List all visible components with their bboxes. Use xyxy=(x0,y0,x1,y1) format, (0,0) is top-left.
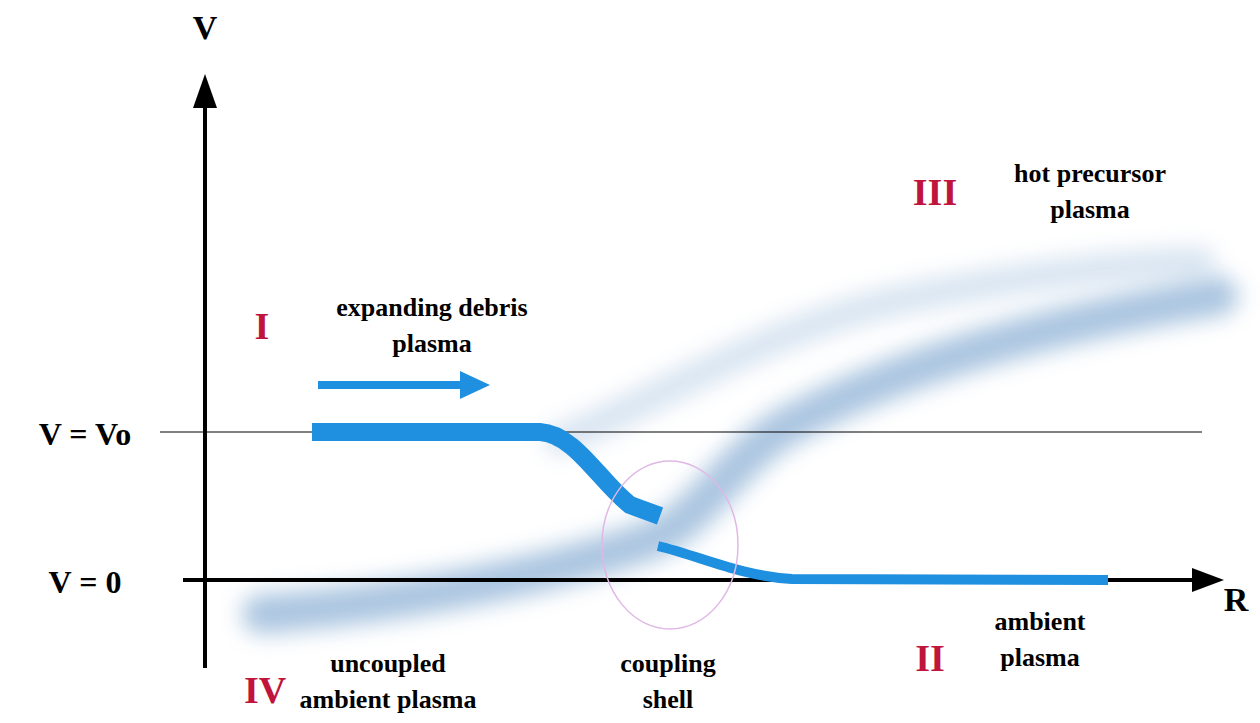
region-numeral: III xyxy=(895,166,975,218)
v-axis xyxy=(203,100,207,668)
coupling-shell-outline xyxy=(602,461,738,629)
shell-label: coupling shell xyxy=(603,646,733,718)
expansion-arrowhead xyxy=(460,371,490,399)
debris-velocity-curve xyxy=(312,432,660,516)
axis-value: V = 0 xyxy=(10,560,160,604)
axis-arrowhead xyxy=(193,74,217,108)
axis-arrowhead xyxy=(1192,568,1224,592)
region-label: ambient plasma xyxy=(970,604,1110,676)
region-label: hot precursor plasma xyxy=(985,156,1195,228)
axis-value: V = Vo xyxy=(10,412,160,456)
expansion-arrow xyxy=(318,381,462,389)
plasma-band xyxy=(560,262,1200,440)
region-numeral: I xyxy=(237,300,287,352)
debris-velocity-curve xyxy=(658,546,1108,580)
axis-title: V xyxy=(175,5,235,52)
region-numeral: IV xyxy=(230,664,300,716)
region-label: expanding debris plasma xyxy=(302,290,562,362)
region-label: uncoupled ambient plasma xyxy=(288,646,488,718)
region-numeral: II xyxy=(895,632,965,684)
axis-title: R xyxy=(1216,577,1256,624)
